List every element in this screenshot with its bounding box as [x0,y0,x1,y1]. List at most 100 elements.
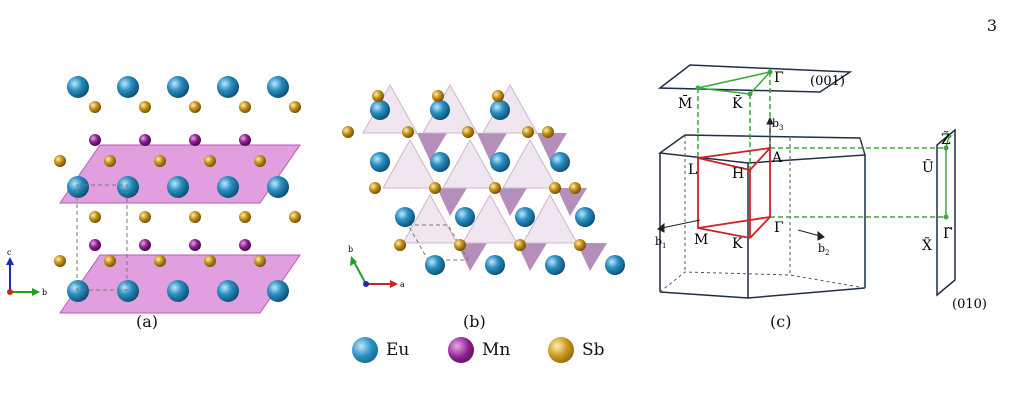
eu-atom [117,76,139,98]
eu-atom [550,152,570,172]
eu-atom [425,255,445,275]
eu-atom [167,76,189,98]
axis-label-a: a [400,280,405,289]
label-L: L [688,162,697,178]
panel-a-structure: c b [0,65,320,375]
eu-atom [267,280,289,302]
eu-atom [67,176,89,198]
eu-atom [67,76,89,98]
legend-eu: Eu [352,337,409,363]
sb-atom [522,126,534,138]
sb-atom [154,255,166,267]
label-G: Γ [774,220,784,236]
eu-atom [217,176,239,198]
eu-atom [395,207,415,227]
sb-atom [104,155,116,167]
mn-atom [189,239,201,251]
mn-atom-icon [448,337,474,363]
eu-atom [267,176,289,198]
mn-atom [89,239,101,251]
sb-atom [204,255,216,267]
sb-atom [189,101,201,113]
page-number: 3 [987,16,997,35]
sb-atom [542,126,554,138]
label-b1: b1 [655,235,667,250]
eu-atom [267,76,289,98]
axis-label-b: b [42,288,47,297]
eu-atom-icon [352,337,378,363]
axis-label-b2: b [348,245,353,254]
eu-atom [430,152,450,172]
panel-c-brillouin-zone: M̄ K̄ Γ̄ (001) (010) Z̃ Ũ Γ̃ X̃ A L H Γ … [650,60,1010,310]
sb-atom [462,126,474,138]
sb-atom [54,255,66,267]
sb-atom [569,182,581,194]
mn-atom [139,239,151,251]
mn-atom [239,134,251,146]
sb-atom [189,211,201,223]
eu-atom [515,207,535,227]
mn-atom [189,134,201,146]
sb-atom [514,239,526,251]
eu-atom [490,152,510,172]
sb-atom [492,90,504,102]
sb-atom [239,101,251,113]
projection-lines [698,72,949,217]
mn-atom [139,134,151,146]
label-plane-001: (001) [810,74,845,89]
eu-atom [370,152,390,172]
sb-atom [289,101,301,113]
eu-atom [167,176,189,198]
legend-mn: Mn [448,337,510,363]
sb-atom [239,211,251,223]
eu-atom [545,255,565,275]
axis-label-c: c [7,248,12,257]
eu-atom [605,255,625,275]
axes-indicator-a: c b [6,248,47,297]
sb-atom [254,155,266,167]
eu-atom [167,280,189,302]
sb-atom [89,101,101,113]
mn-atom [239,239,251,251]
sb-atom [402,126,414,138]
eu-atom [455,207,475,227]
label-surface-K: K̄ [732,94,743,112]
sb-atom [429,182,441,194]
eu-atom [490,100,510,120]
label-M: M [694,232,708,248]
label-surface-G: Γ̄ [774,70,784,86]
label-surface-M: M̄ [678,94,692,112]
eu-atom [217,76,239,98]
caption-b: (b) [463,312,486,331]
sb-atom [254,255,266,267]
sb-atom [369,182,381,194]
label-X: X̃ [922,236,932,254]
caption-a: (a) [136,312,158,331]
label-H: H [732,166,744,182]
sb-atom [394,239,406,251]
sb-atom [139,101,151,113]
sb-atom [289,211,301,223]
sb-atom [454,239,466,251]
label-side-G: Γ̃ [943,226,953,242]
sb-atom [89,211,101,223]
sb-atom [432,90,444,102]
legend-sb: Sb [548,337,605,363]
eu-atom [430,100,450,120]
eu-atom [370,100,390,120]
eu-atom [575,207,595,227]
label-b3: b3 [772,117,784,132]
sb-atom [342,126,354,138]
eu-atom [117,280,139,302]
label-Z: Z̃ [941,130,951,148]
label-b2: b2 [818,242,830,257]
label-A: A [771,150,783,166]
sb-atom-icon [548,337,574,363]
axes-indicator-b: b a [348,245,405,289]
label-U: Ũ [922,158,934,176]
eu-atom [117,176,139,198]
sb-atom [574,239,586,251]
sb-atom [154,155,166,167]
label-K: K [732,236,743,252]
sb-atom [104,255,116,267]
